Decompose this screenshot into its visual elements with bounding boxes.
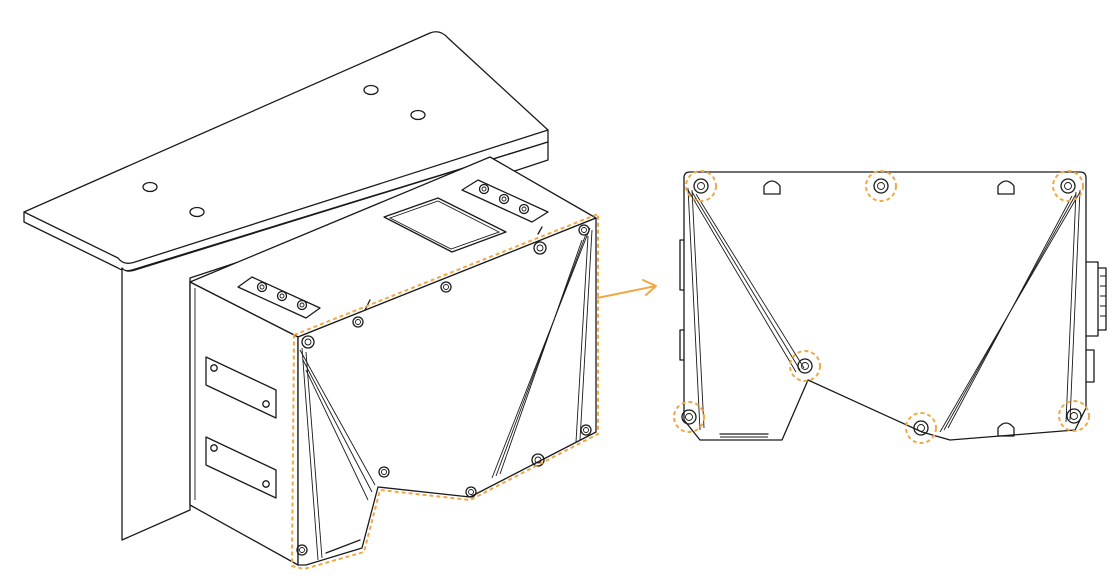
alignment-holes bbox=[763, 180, 1015, 437]
front-screws bbox=[681, 178, 1082, 436]
front-view bbox=[673, 170, 1107, 444]
bracket-hole-1 bbox=[142, 181, 158, 193]
front-cover-perspective bbox=[296, 217, 597, 566]
side-bracket-upper bbox=[205, 356, 277, 419]
callout-arrow bbox=[596, 279, 657, 299]
bracket-hole-4 bbox=[410, 109, 426, 121]
perspective-view bbox=[23, 31, 599, 571]
display-window bbox=[383, 197, 507, 253]
bracket-hole-3 bbox=[363, 84, 379, 96]
bracket-hole-2 bbox=[189, 206, 205, 218]
screw-highlight-circles bbox=[673, 170, 1090, 444]
top-plate-left bbox=[237, 276, 321, 319]
cover-highlight-outline bbox=[290, 212, 599, 571]
side-connector bbox=[1085, 261, 1107, 383]
side-bracket-lower bbox=[205, 436, 277, 499]
top-plate-right bbox=[461, 179, 549, 223]
sensor-housing bbox=[189, 156, 597, 566]
